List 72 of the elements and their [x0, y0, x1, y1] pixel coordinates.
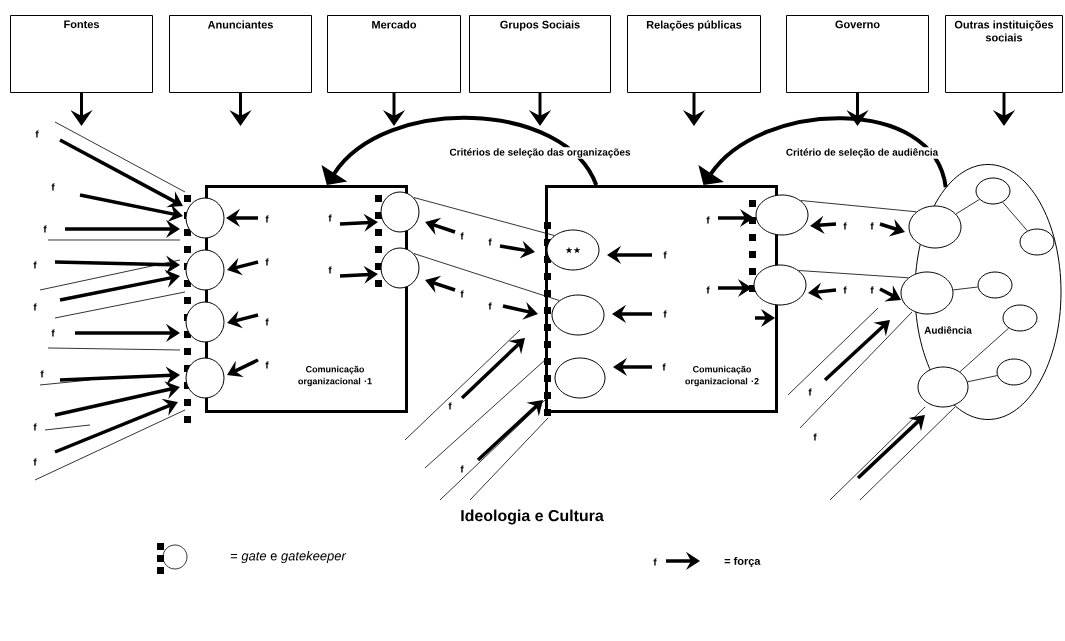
force-label: f: [33, 303, 37, 311]
force-label: f: [653, 558, 657, 566]
gate-circle: [551, 294, 605, 336]
force-label: f: [843, 222, 847, 230]
force-label: f: [265, 215, 269, 223]
source-box: Mercado: [327, 15, 461, 93]
audience-circle: [908, 205, 962, 249]
gate-circle: [185, 197, 225, 239]
force-label: f: [328, 214, 332, 222]
force-label: f: [265, 258, 269, 266]
gate-circle: [755, 194, 809, 236]
legend-text: = força: [724, 556, 761, 568]
edge-label: Critérios de seleção das organizações: [448, 147, 632, 159]
source-box: Fontes: [10, 15, 153, 93]
edge-label: Critério de seleção de audiência: [784, 147, 940, 159]
force-label: f: [488, 302, 492, 310]
connector-line: [959, 327, 1009, 373]
audience-circle: [1019, 228, 1055, 256]
force-label: f: [488, 238, 492, 246]
audience-circle: [1002, 304, 1038, 332]
source-box: Anunciantes: [169, 15, 312, 93]
audience-circle: [917, 366, 969, 408]
force-label: f: [662, 363, 666, 371]
force-label: f: [35, 130, 39, 138]
source-box: Relações públicas: [627, 15, 761, 93]
force-label: f: [448, 402, 452, 410]
legend-text: = gate e gatekeeper: [230, 550, 347, 564]
force-label: f: [40, 370, 44, 378]
gate-circle: [753, 264, 807, 306]
caption: Ideologia e Cultura: [461, 509, 604, 525]
audience-circle: [900, 271, 954, 315]
force-label: f: [663, 251, 667, 259]
force-label: f: [460, 232, 464, 240]
force-label: f: [265, 318, 269, 326]
audience-circle: [975, 177, 1011, 205]
channel: [798, 270, 909, 279]
audience-circle: [977, 271, 1013, 299]
connector-line: [967, 375, 998, 383]
force-label: f: [328, 266, 332, 274]
force-label: f: [43, 225, 47, 233]
gate-circle: [185, 301, 225, 343]
gate-circle: [380, 247, 420, 289]
connector-line: [955, 199, 980, 215]
force-label: f: [706, 286, 710, 294]
source-box: Governo: [786, 15, 929, 93]
connector-line: [952, 286, 979, 291]
force-label: f: [870, 222, 874, 230]
force-label: f: [460, 290, 464, 298]
force-label: f: [843, 286, 847, 294]
gate-circle: [185, 357, 225, 399]
force-label: f: [51, 183, 55, 191]
force-label: f: [706, 216, 710, 224]
channel: [800, 200, 917, 213]
force-label: f: [265, 361, 269, 369]
gate-circle: [554, 357, 606, 399]
force-label: f: [460, 465, 464, 473]
source-box: Grupos Sociais: [469, 15, 611, 93]
force-label: f: [33, 423, 37, 431]
force-label: f: [663, 310, 667, 318]
source-box: Outras instituições sociais: [945, 15, 1063, 93]
audience-circle: [996, 358, 1032, 386]
force-label: f: [51, 329, 55, 337]
gate-circle: [380, 191, 420, 233]
force-label: f: [808, 388, 812, 396]
gate-circle: [185, 249, 225, 291]
force-label: f: [813, 433, 817, 441]
channel: [413, 253, 560, 301]
force-label: f: [33, 261, 37, 269]
force-label: f: [33, 458, 37, 466]
connector-line: [1002, 201, 1028, 232]
channel: [413, 197, 555, 236]
force-label: f: [870, 286, 874, 294]
